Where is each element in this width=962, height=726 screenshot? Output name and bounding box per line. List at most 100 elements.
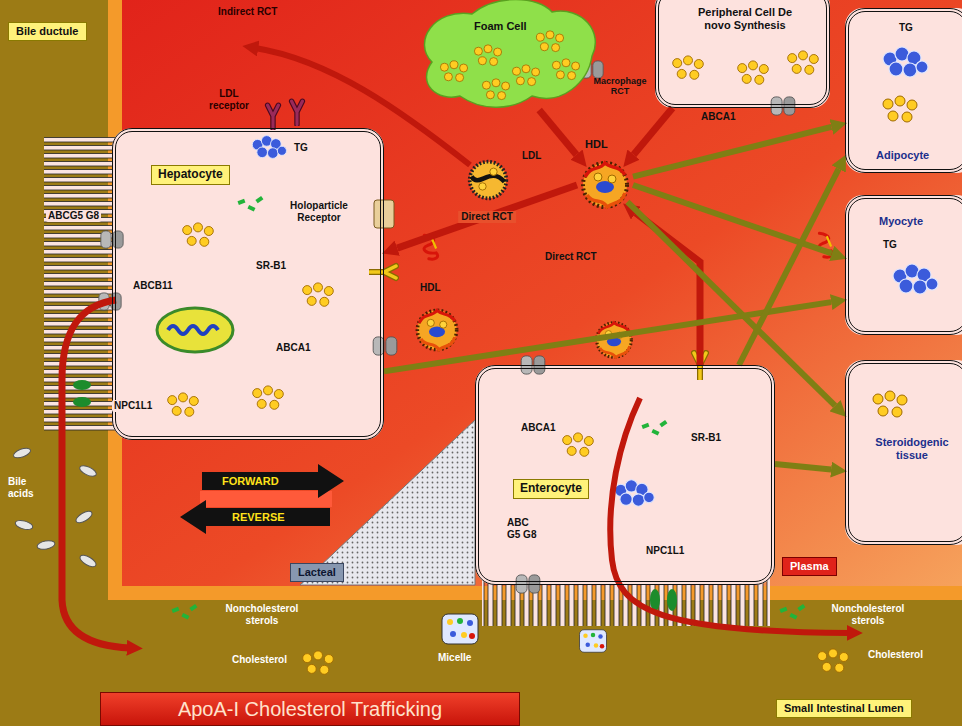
node-label: ABCA1 bbox=[701, 111, 735, 123]
foam-cell-shape bbox=[410, 0, 600, 110]
node-label: SR-B1 bbox=[254, 260, 288, 272]
node-label: ABCB11 bbox=[131, 280, 174, 292]
lipid-symbols bbox=[168, 47, 938, 674]
node-label: TG bbox=[881, 239, 899, 251]
hepatocyte-cell: HepatocyteTGHoloparticle ReceptorABCG5 G… bbox=[112, 128, 384, 440]
transporter-symbols bbox=[268, 105, 279, 128]
foam-cell: Foam Cell bbox=[410, 0, 600, 110]
node-label: ABC G5 G8 bbox=[505, 517, 541, 540]
region-name: Bile ductule bbox=[16, 25, 79, 38]
region-name: Plasma bbox=[790, 560, 829, 573]
lipid-symbols bbox=[779, 604, 805, 619]
lipid-symbols bbox=[883, 96, 917, 122]
cholesterol-symbol bbox=[482, 79, 509, 100]
receptor-label: LDL receptor bbox=[205, 88, 253, 111]
pathway-label: Macrophage RCT bbox=[592, 76, 648, 97]
node-label: NPC1L1 bbox=[112, 400, 154, 412]
lipid-symbols bbox=[168, 393, 199, 416]
bile-acid-symbols bbox=[14, 519, 33, 531]
pathway-label: Indirect RCT bbox=[218, 6, 277, 18]
nucleus bbox=[157, 308, 233, 352]
direction-arrows bbox=[202, 464, 344, 498]
transporter-symbols bbox=[374, 200, 394, 228]
node-label: ABCG5 G8 bbox=[46, 210, 101, 222]
cell-bodies bbox=[845, 195, 962, 335]
node-label: Steroidogenic tissue bbox=[867, 436, 957, 461]
cell-bodies bbox=[44, 136, 116, 432]
particle-label: LDL bbox=[522, 150, 541, 162]
lipid-symbols bbox=[563, 433, 594, 456]
ground bbox=[108, 0, 962, 600]
reverse-transport-arrow bbox=[539, 110, 576, 155]
lipid-symbols bbox=[893, 264, 938, 294]
cell-bodies bbox=[655, 0, 830, 108]
node-label: TG bbox=[897, 22, 915, 34]
lipid-symbols bbox=[171, 604, 197, 619]
lipid-symbols bbox=[183, 223, 214, 246]
region-tag: Small Intestinal Lumen bbox=[776, 699, 912, 718]
molecule-label: Cholesterol bbox=[232, 654, 287, 666]
direction-label: REVERSE bbox=[232, 511, 285, 524]
nucleus bbox=[157, 308, 233, 352]
cell-bodies bbox=[112, 128, 384, 440]
lipid-symbols bbox=[252, 136, 286, 159]
reverse-transport-arrow bbox=[634, 108, 673, 155]
transporter-symbols bbox=[73, 380, 91, 390]
adipocyte-cell: TG Adipocyte bbox=[845, 8, 962, 173]
node-label: Holoparticle Receptor bbox=[286, 200, 352, 223]
reverse-transport-arrow bbox=[636, 213, 700, 365]
forward-transport-arrow bbox=[633, 127, 831, 177]
diagram-title: ApoA-I Cholesterol Trafficking bbox=[100, 692, 520, 726]
forward-transport-arrow bbox=[739, 169, 839, 365]
transporter-symbols bbox=[667, 589, 677, 611]
node-label: Adipocyte bbox=[874, 149, 931, 162]
lipid-symbols bbox=[253, 386, 284, 409]
molecule-label: Noncholesterol sterols bbox=[828, 603, 908, 626]
node-label: NPC1L1 bbox=[644, 545, 686, 557]
region-name: Lacteal bbox=[298, 566, 336, 579]
cholesterol-symbol bbox=[536, 31, 563, 52]
flux-arrows bbox=[610, 398, 850, 633]
lipid-symbols bbox=[442, 614, 478, 644]
edge-label: Direct RCT bbox=[458, 211, 516, 223]
hdl-particle-shape bbox=[577, 157, 633, 213]
peripheral-cell: Peripheral Cell De novo SynthesisABCA1 bbox=[655, 0, 830, 108]
direction-arrows bbox=[180, 500, 330, 534]
node-label: HDL bbox=[585, 138, 608, 151]
node-label: Peripheral Cell De novo Synthesis bbox=[693, 6, 797, 31]
molecule-label: Bile acids bbox=[8, 476, 42, 499]
lipid-symbols bbox=[641, 420, 667, 435]
node-label: SR-B1 bbox=[689, 432, 723, 444]
lipid-symbols bbox=[615, 480, 655, 506]
lipid-symbols bbox=[873, 391, 907, 417]
bile-acid-symbols bbox=[12, 446, 98, 569]
pathway-label: Direct RCT bbox=[545, 251, 597, 263]
lipid-symbols bbox=[883, 47, 928, 77]
region-tag: Plasma bbox=[782, 557, 837, 576]
lipid-symbols bbox=[580, 630, 607, 653]
forward-transport-arrow bbox=[775, 464, 831, 470]
lipid-symbols bbox=[818, 649, 849, 672]
cell-bodies bbox=[845, 8, 962, 173]
lipid-symbols bbox=[237, 196, 263, 211]
lipid-symbols bbox=[303, 651, 334, 674]
transporter-symbols bbox=[73, 61, 795, 611]
bile-acid-symbols bbox=[12, 446, 32, 460]
molecule-label: Cholesterol bbox=[868, 649, 923, 661]
particle-symbols bbox=[417, 310, 456, 349]
cell-bodies bbox=[475, 365, 775, 585]
enterocyte-cell: ABCA1SR-B1EnterocyteABC G5 G8NPC1L1 bbox=[475, 365, 775, 585]
cholesterol-symbol bbox=[440, 61, 467, 82]
node-label: ABCA1 bbox=[519, 422, 557, 434]
cholesterol-symbol bbox=[474, 45, 501, 66]
bile-acid-symbols bbox=[74, 509, 94, 525]
bile-acid-symbols bbox=[36, 539, 55, 550]
molecule-label: Noncholesterol sterols bbox=[222, 603, 302, 626]
molecule-label: Micelle bbox=[438, 652, 471, 664]
steroidogenic-cell: Steroidogenic tissue bbox=[845, 360, 962, 545]
